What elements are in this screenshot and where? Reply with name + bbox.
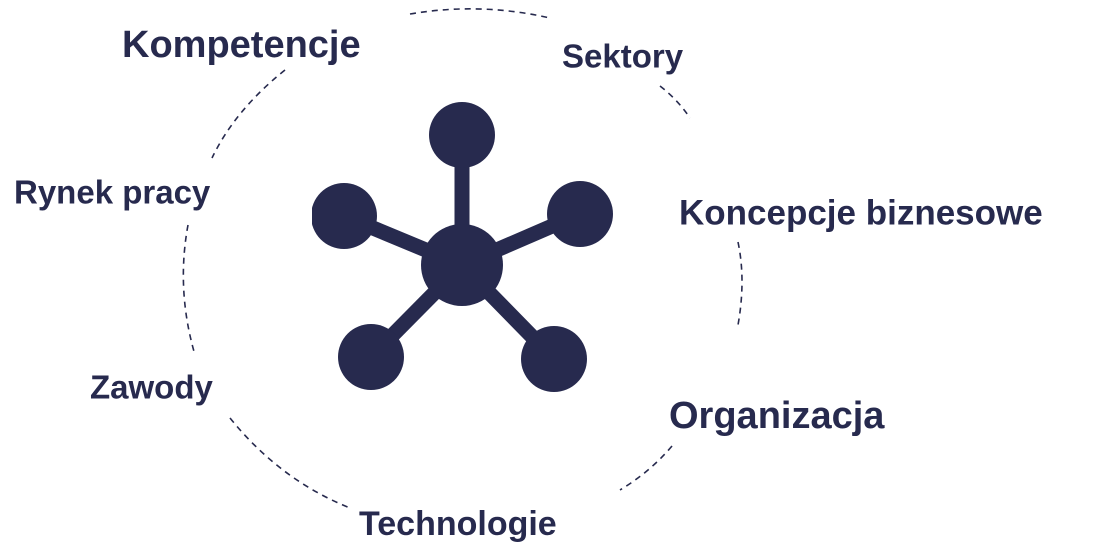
label-koncepcje-biznesowe: Koncepcje biznesowe <box>679 193 1043 233</box>
ring-segment-right <box>737 241 743 326</box>
dashed-ring <box>182 8 743 509</box>
label-technologie: Technologie <box>359 505 557 543</box>
node-lower-left <box>338 324 404 390</box>
node-right <box>547 181 613 247</box>
left-node-crop <box>296 170 312 260</box>
ring-segment-lower-right <box>619 445 673 491</box>
node-lower-right <box>521 326 587 392</box>
label-kompetencje: Kompetencje <box>122 24 361 66</box>
ring-segment-top <box>409 8 551 19</box>
label-zawody: Zawody <box>90 368 213 406</box>
network-hub-icon <box>311 102 613 392</box>
ring-segment-upper-left <box>211 69 286 159</box>
label-sektory: Sektory <box>562 37 684 75</box>
node-left <box>311 183 377 249</box>
node-top <box>429 102 495 168</box>
hub-center-node <box>421 224 503 306</box>
label-organizacja: Organizacja <box>669 395 885 437</box>
label-rynek-pracy: Rynek pracy <box>14 173 211 211</box>
ring-segment-left <box>182 224 196 356</box>
ring-segment-lower-left <box>229 417 351 509</box>
ring-segment-upper-right <box>659 85 691 119</box>
